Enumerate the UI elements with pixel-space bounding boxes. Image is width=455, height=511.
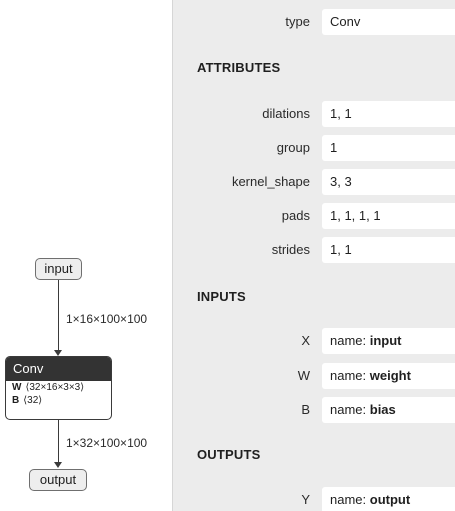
input-value[interactable]: name: weight: [322, 363, 455, 389]
weight-shape: ⟨32×16×3×3⟩: [25, 382, 85, 393]
attribute-value[interactable]: 1, 1: [322, 101, 455, 127]
inputs-section-title: INPUTS: [197, 289, 246, 304]
input-w: W name: weight: [173, 363, 455, 389]
attribute-kernel-shape: kernel_shape 3, 3: [173, 169, 455, 195]
arrowhead-icon: [54, 350, 62, 356]
output-node[interactable]: output: [29, 469, 87, 491]
name-prefix: name:: [330, 402, 370, 417]
attribute-pads: pads 1, 1, 1, 1: [173, 203, 455, 229]
attribute-group: group 1: [173, 135, 455, 161]
attribute-value[interactable]: 3, 3: [322, 169, 455, 195]
attributes-section-title: ATTRIBUTES: [197, 60, 281, 75]
conv-node-title: Conv: [6, 357, 111, 381]
bias-shape: ⟨32⟩: [23, 395, 43, 406]
output-y: Y name: output: [173, 487, 455, 511]
input-value[interactable]: name: bias: [322, 397, 455, 423]
attribute-label: dilations: [262, 106, 310, 121]
input-x: X name: input: [173, 328, 455, 354]
property-label: type: [285, 14, 310, 29]
attribute-value[interactable]: 1, 1, 1, 1: [322, 203, 455, 229]
input-label: X: [301, 333, 310, 348]
input-name: bias: [369, 402, 396, 417]
attribute-dilations: dilations 1, 1: [173, 101, 455, 127]
property-type: type Conv: [173, 9, 455, 35]
attribute-label: kernel_shape: [231, 174, 310, 189]
input-label: B: [301, 402, 310, 417]
name-prefix: name:: [330, 368, 370, 383]
node-properties-sidebar: type Conv ATTRIBUTES dilations 1, 1 grou…: [172, 0, 455, 511]
output-node-label: output: [39, 472, 77, 487]
input-name: input: [369, 333, 402, 348]
name-prefix: name:: [330, 492, 370, 507]
weight-name: W: [12, 382, 22, 393]
input-label: W: [297, 368, 310, 383]
input-b: B name: bias: [173, 397, 455, 423]
attribute-label: group: [276, 140, 310, 155]
graph-canvas[interactable]: input 1×16×100×100 Conv W⟨32×16×3×3⟩ B⟨3…: [0, 0, 172, 511]
edge-input-shape-label: 1×16×100×100: [66, 312, 148, 326]
outputs-section-title: OUTPUTS: [197, 447, 261, 462]
conv-node[interactable]: Conv W⟨32×16×3×3⟩ B⟨32⟩: [5, 356, 112, 420]
conv-bias-row: B⟨32⟩: [6, 394, 111, 407]
arrowhead-icon: [54, 462, 62, 468]
input-node[interactable]: input: [35, 258, 82, 280]
input-node-label: input: [44, 261, 73, 276]
input-value[interactable]: name: input: [322, 328, 455, 354]
output-label: Y: [301, 492, 310, 507]
attribute-label: strides: [271, 242, 310, 257]
attribute-value[interactable]: 1: [322, 135, 455, 161]
edge-input-to-conv: [58, 280, 59, 350]
attribute-strides: strides 1, 1: [173, 237, 455, 263]
input-name: weight: [369, 368, 411, 383]
output-name: output: [369, 492, 411, 507]
edge-output-shape-label: 1×32×100×100: [66, 436, 148, 450]
attribute-label: pads: [281, 208, 310, 223]
name-prefix: name:: [330, 333, 370, 348]
edge-conv-to-output: [58, 420, 59, 462]
attribute-value[interactable]: 1, 1: [322, 237, 455, 263]
property-value[interactable]: Conv: [322, 9, 455, 35]
bias-name: B: [12, 395, 20, 406]
output-value[interactable]: name: output: [322, 487, 455, 511]
conv-weight-row: W⟨32×16×3×3⟩: [6, 381, 111, 394]
